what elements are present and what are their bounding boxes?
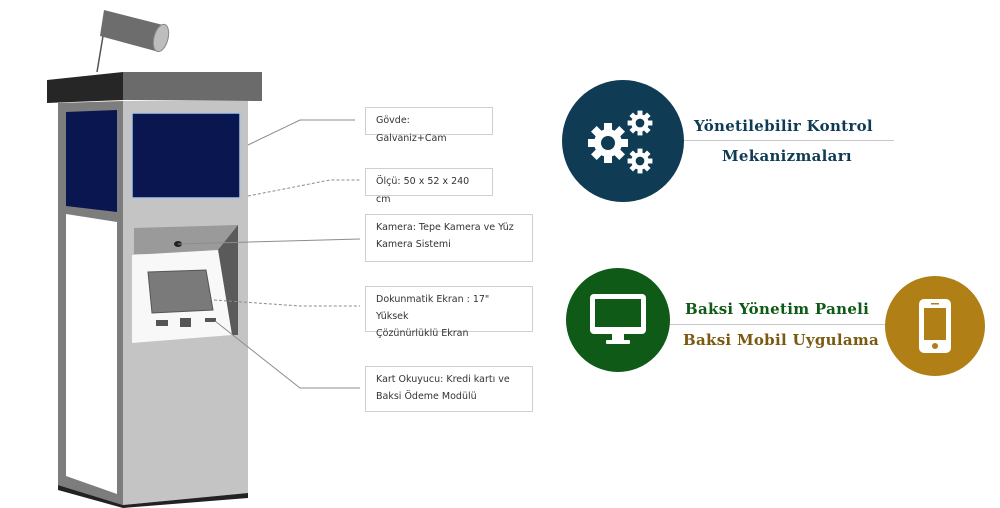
left-white-panel [66, 214, 117, 494]
spec-body-material: Gövde: Galvaniz+Cam [365, 107, 493, 144]
top-camera-icon [96, 10, 170, 73]
spec-dimensions-text: Ölçü: 50 x 52 x 240 cm [376, 176, 470, 205]
spec-touchscreen-line2: Çözünürlüklü Ekran [376, 328, 469, 339]
spec-camera: Kamera: Tepe Kamera ve Yüz Kamera Sistem… [365, 214, 533, 262]
leader-lines [177, 119, 361, 389]
control-title-line2: Mekanizmaları [722, 147, 852, 165]
feature-divider [670, 324, 890, 325]
spec-card-reader: Kart Okuyucu: Kredi kartı ve Baksi Ödeme… [365, 366, 533, 412]
panel-title: Baksi Yönetim Paneli [685, 300, 870, 318]
kiosk-illustration [47, 10, 361, 508]
spec-touchscreen-line1: Dokunmatik Ekran : 17" Yüksek [376, 294, 490, 322]
roof-left [47, 72, 123, 103]
gears-icon [588, 110, 653, 174]
control-title-line1: Yönetilebilir Kontrol [694, 117, 873, 135]
camera-recess [134, 225, 238, 254]
spec-camera-line1: Kamera: Tepe Kamera ve Yüz [376, 222, 514, 233]
mobile-circle [885, 276, 985, 376]
touch-screen [147, 269, 214, 314]
roof-right [123, 72, 262, 101]
button-left [156, 320, 168, 326]
smartphone-icon [919, 299, 951, 353]
spec-card-reader-line2: Baksi Ödeme Modülü [376, 391, 477, 402]
spec-card-reader-line1: Kart Okuyucu: Kredi kartı ve [376, 374, 510, 385]
spec-touchscreen: Dokunmatik Ekran : 17" Yüksek Çözünürlük… [365, 286, 533, 339]
mobile-title: Baksi Mobil Uygulama [683, 331, 880, 349]
monitor-icon [590, 294, 646, 344]
control-divider [684, 140, 894, 141]
front-glass-panel [131, 112, 241, 199]
spec-camera-line2: Kamera Sistemi [376, 239, 451, 250]
control-circle [562, 80, 684, 202]
button-center [180, 318, 191, 327]
panel-circle [566, 268, 670, 372]
spec-dimensions: Ölçü: 50 x 52 x 240 cm [365, 168, 493, 205]
spec-body-material-text: Gövde: Galvaniz+Cam [376, 115, 447, 144]
card-reader-slot [205, 318, 216, 322]
left-glass-panel [66, 110, 117, 212]
